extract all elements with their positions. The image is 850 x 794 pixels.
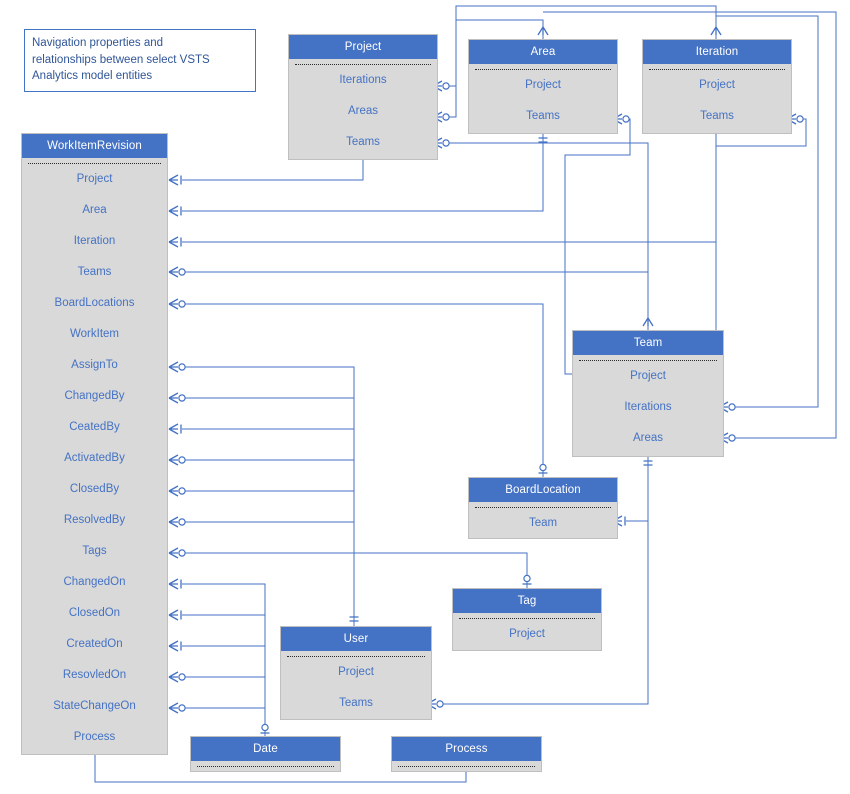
entity-divider — [287, 656, 425, 657]
entity-field[interactable]: ActivatedBy — [64, 452, 125, 464]
entity-divider — [398, 766, 535, 767]
note-line-1: Navigation properties and — [32, 37, 164, 49]
entity-field[interactable]: Project — [338, 666, 374, 678]
entity-field[interactable]: Iteration — [73, 235, 116, 247]
note-line-2: relationships between select VSTS — [32, 53, 210, 66]
entity-field[interactable]: BoardLocations — [54, 297, 135, 309]
entity-field[interactable]: Teams — [346, 136, 380, 148]
entity-title: Process — [392, 737, 541, 761]
entity-field[interactable]: Areas — [347, 105, 379, 117]
entity-field[interactable]: ChangedBy — [64, 390, 125, 402]
entity-divider — [649, 69, 785, 70]
entity-title: User — [281, 627, 431, 651]
entity-field[interactable]: Area — [82, 204, 107, 216]
entity-field[interactable]: WorkItem — [70, 328, 119, 340]
entity-field[interactable]: Process — [73, 731, 116, 743]
entity-divider — [295, 64, 431, 65]
entity-field[interactable]: Teams — [526, 110, 560, 122]
entity-title: BoardLocation — [469, 478, 617, 502]
entity-field[interactable]: Teams — [700, 110, 734, 122]
entity-field[interactable]: ResolvedBy — [63, 514, 126, 526]
entity-field[interactable]: Iterations — [339, 74, 387, 86]
entity-process[interactable]: Process — [391, 736, 542, 772]
entity-divider — [475, 69, 611, 70]
entity-field[interactable]: Tags — [82, 545, 107, 557]
entity-field[interactable]: ClosedBy — [69, 483, 120, 495]
entity-title: Date — [191, 737, 340, 761]
entity-title: Area — [469, 40, 617, 64]
entity-title: Iteration — [643, 40, 791, 64]
entity-field[interactable]: ChangedOn — [63, 576, 126, 588]
entity-field[interactable]: Team — [528, 517, 558, 529]
entity-divider — [197, 766, 334, 767]
entity-divider — [28, 163, 161, 164]
entity-field[interactable]: Project — [630, 370, 666, 382]
note-line-3: Analytics model entities — [32, 70, 153, 82]
entity-field[interactable]: Project — [699, 79, 735, 91]
entity-field[interactable]: Project — [509, 628, 545, 640]
entity-divider — [579, 360, 717, 361]
entity-field[interactable]: Teams — [339, 697, 373, 709]
entity-field[interactable]: StateChangeOn — [53, 700, 136, 712]
entity-field[interactable]: ResovledOn — [62, 669, 127, 681]
entity-date[interactable]: Date — [190, 736, 341, 772]
entity-field[interactable]: Project — [76, 173, 113, 185]
entity-field[interactable]: ClosedOn — [68, 607, 121, 619]
entity-field[interactable]: Teams — [77, 266, 112, 278]
diagram-note: Navigation properties and relationships … — [24, 29, 256, 92]
entity-divider — [475, 507, 611, 508]
entity-title: Team — [573, 331, 723, 355]
entity-field[interactable]: Iterations — [624, 401, 672, 413]
entity-divider — [459, 618, 595, 619]
entity-title: Project — [289, 35, 437, 59]
entity-field[interactable]: Project — [525, 79, 561, 91]
entity-field[interactable]: Areas — [632, 432, 664, 444]
entity-field[interactable]: CeatedBy — [69, 421, 120, 433]
entity-title: WorkItemRevision — [22, 134, 167, 158]
entity-title: Tag — [453, 589, 601, 613]
entity-field[interactable]: CreatedOn — [66, 638, 123, 650]
entity-field[interactable]: AssignTo — [71, 359, 118, 371]
